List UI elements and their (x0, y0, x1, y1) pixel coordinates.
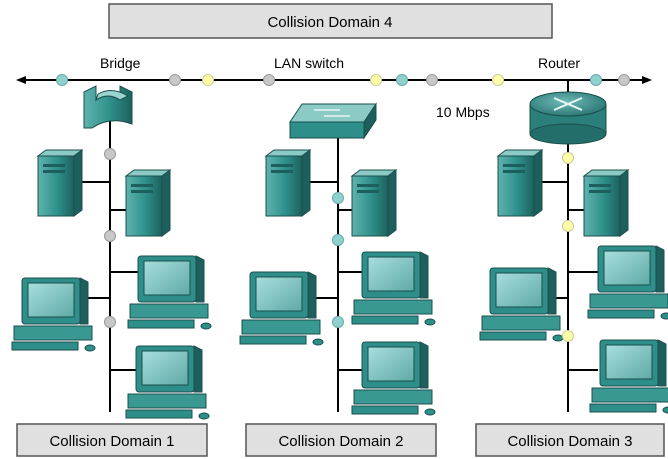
port-dot (396, 74, 408, 86)
port-dot (104, 230, 116, 242)
port-dot (562, 220, 574, 232)
bridge-label: Bridge (100, 55, 141, 71)
port-dot (332, 234, 344, 246)
pc-icon (587, 245, 668, 320)
server-icon (351, 169, 397, 237)
pc-icon (351, 251, 436, 326)
backbone-left-end (16, 76, 26, 84)
collision-domain-4-box: Collision Domain 4 (108, 3, 553, 39)
backbone-right-end (642, 76, 652, 84)
collision-domain-2-box: Collision Domain 2 (245, 423, 437, 457)
speed-label: 10 Mbps (436, 104, 490, 120)
server-icon (37, 149, 83, 217)
port-dot (562, 330, 574, 342)
port-dot (590, 74, 602, 86)
server-icon (265, 149, 311, 217)
port-dot (332, 192, 344, 204)
port-dot (562, 152, 574, 164)
router-icon (529, 91, 607, 145)
pc-icon (125, 345, 210, 420)
bridge-icon (83, 85, 133, 129)
collision-domain-4-label: Collision Domain 4 (267, 14, 392, 31)
server-icon (125, 169, 171, 237)
collision-domain-1-label: Collision Domain 1 (49, 433, 174, 450)
server-icon (497, 149, 543, 217)
router-label: Router (538, 55, 580, 71)
switch-label: LAN switch (274, 55, 344, 71)
lan-switch-icon (289, 102, 377, 140)
port-dot (426, 74, 438, 86)
port-dot (104, 316, 116, 328)
port-dot (56, 74, 68, 86)
port-dot (332, 316, 344, 328)
port-dot (104, 148, 116, 160)
collision-domain-3-box: Collision Domain 3 (475, 423, 665, 457)
pc-icon (589, 339, 668, 414)
segment-ports (104, 148, 574, 342)
pc-icon (127, 255, 212, 330)
port-dot (169, 74, 181, 86)
server-icon (583, 169, 629, 237)
port-dot (263, 74, 275, 86)
pc-icon (239, 271, 324, 346)
backbone-ports (56, 74, 630, 86)
port-dot (202, 74, 214, 86)
pc-icon (351, 341, 436, 416)
collision-domain-2-label: Collision Domain 2 (278, 433, 403, 450)
port-dot (618, 74, 630, 86)
segment-1-branches (82, 181, 138, 371)
port-dot (492, 74, 504, 86)
collision-domain-3-label: Collision Domain 3 (507, 433, 632, 450)
collision-domain-1-box: Collision Domain 1 (16, 423, 208, 457)
pc-icon (479, 267, 564, 342)
pc-icon (11, 277, 96, 352)
port-dot (370, 74, 382, 86)
